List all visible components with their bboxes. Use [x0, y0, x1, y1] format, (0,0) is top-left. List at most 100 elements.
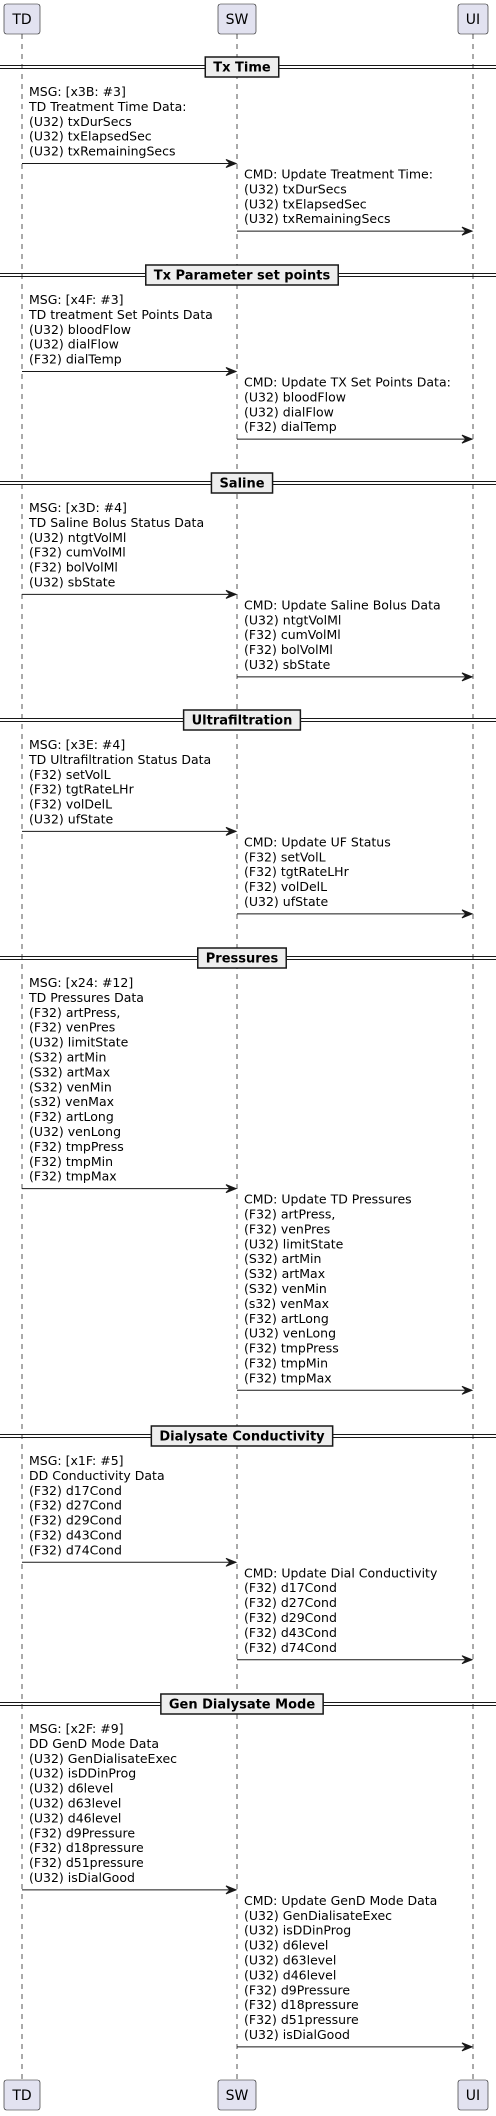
section-title: Tx Parameter set points: [154, 269, 331, 284]
participant-label: SW: [226, 12, 249, 28]
message-line: (U32) d46level: [29, 1810, 121, 1825]
message-sw-to-ui: CMD: Update Dial Conductivity(F32) d17Co…: [237, 1565, 474, 1665]
participant-label: SW: [226, 2088, 249, 2104]
participant-box: [3, 3, 41, 35]
message-line: (U32) txRemainingSecs: [29, 144, 175, 159]
message-line: (U32) bloodFlow: [29, 322, 131, 337]
message-line: CMD: Update TD Pressures: [244, 1192, 412, 1207]
section-title: Pressures: [206, 952, 279, 967]
message-line: (F32) d27Cond: [29, 1498, 122, 1513]
message-td-to-sw: MSG: [x24: #12]TD Pressures Data(F32) ar…: [22, 975, 238, 1194]
message-line: (U32) d63level: [244, 1953, 336, 1968]
message-line: (U32) isDialGood: [244, 2027, 350, 2042]
message-line: (F32) d9Pressure: [244, 1982, 350, 1997]
participant-sw-bottom: SW: [217, 2079, 257, 2111]
arrowhead-icon: [225, 1184, 238, 1194]
message-line: (F32) bolVolMl: [244, 642, 333, 657]
section-title: Saline: [219, 477, 264, 492]
message-line: (F32) d74Cond: [29, 1542, 122, 1557]
arrowhead-icon: [225, 1557, 238, 1567]
arrowhead-icon: [461, 909, 474, 919]
message-line: (U32) ntgtVolMl: [29, 530, 126, 545]
message-td-to-sw: MSG: [x3D: #4]TD Saline Bolus Status Dat…: [22, 500, 238, 599]
section-title: Tx Time: [213, 61, 271, 76]
message-line: (U32) ntgtVolMl: [244, 612, 341, 627]
participant-td-top: TD: [3, 3, 41, 35]
message-line: TD Ultrafiltration Status Data: [28, 752, 211, 767]
message-line: MSG: [x3B: #3]: [29, 84, 126, 99]
message-line: (F32) venPres: [244, 1221, 330, 1236]
message-line: MSG: [x2F: #9]: [29, 1721, 124, 1736]
message-line: (F32) setVolL: [244, 849, 326, 864]
message-line: MSG: [x3D: #4]: [29, 500, 127, 515]
section-title-box: [210, 472, 274, 494]
message-line: MSG: [x24: #12]: [29, 975, 133, 990]
participant-ui-bottom: UI: [457, 2079, 489, 2111]
arrowhead-icon: [225, 589, 238, 599]
message-line: MSG: [x4F: #3]: [29, 292, 124, 307]
message-line: (F32) tgtRateLHr: [244, 864, 350, 879]
message-line: (S32) venMin: [244, 1281, 327, 1296]
message-line: CMD: Update GenD Mode Data: [244, 1893, 437, 1908]
arrowhead-icon: [461, 1655, 474, 1665]
message-line: (F32) d17Cond: [29, 1483, 122, 1498]
message-line: (U32) txRemainingSecs: [244, 211, 390, 226]
message-line: CMD: Update Dial Conductivity: [244, 1565, 438, 1580]
message-line: (F32) d9Pressure: [29, 1825, 135, 1840]
message-line: MSG: [x3E: #4]: [29, 737, 125, 752]
message-line: (U32) dialFlow: [29, 337, 119, 352]
participant-ui-top: UI: [457, 3, 489, 35]
message-line: (F32) tmpMax: [244, 1370, 332, 1385]
message-td-to-sw: MSG: [x1F: #5]DD Conductivity Data(F32) …: [22, 1453, 238, 1567]
message-line: (F32) artPress,: [244, 1207, 335, 1222]
arrowhead-icon: [461, 2042, 474, 2052]
message-line: (U32) isDDinProg: [244, 1923, 351, 1938]
message-line: (U32) isDDinProg: [29, 1766, 136, 1781]
message-line: (U32) venLong: [244, 1326, 336, 1341]
message-line: (F32) cumVolMl: [244, 627, 341, 642]
message-line: (F32) artLong: [244, 1311, 329, 1326]
message-line: (S32) artMin: [244, 1251, 321, 1266]
message-line: (F32) d27Cond: [244, 1595, 337, 1610]
message-td-to-sw: MSG: [x2F: #9]DD GenD Mode Data(U32) Gen…: [22, 1721, 238, 1895]
message-line: (U32) d6level: [29, 1781, 113, 1796]
message-sw-to-ui: CMD: Update TD Pressures(F32) artPress,(…: [237, 1192, 474, 1395]
participant-label: TD: [11, 2088, 31, 2104]
section-title: Dialysate Conductivity: [159, 1430, 325, 1445]
message-sw-to-ui: CMD: Update Treatment Time:(U32) txDurSe…: [237, 167, 474, 236]
message-line: (U32) ufState: [29, 812, 114, 827]
message-line: (F32) dialTemp: [29, 352, 122, 367]
message-line: (F32) d29Cond: [29, 1513, 122, 1528]
participant-box: [3, 2079, 41, 2111]
message-line: (U32) txElapsedSec: [244, 196, 367, 211]
message-td-to-sw: MSG: [x3E: #4]TD Ultrafiltration Status …: [22, 737, 238, 836]
message-line: (U32) limitState: [244, 1236, 344, 1251]
arrowhead-icon: [461, 672, 474, 682]
message-line: (F32) venPres: [29, 1020, 115, 1035]
message-line: (U32) txDurSecs: [29, 114, 132, 129]
section-title-box: [160, 1693, 324, 1715]
section-title-box: [182, 709, 302, 731]
participant-label: UI: [466, 2088, 480, 2104]
message-line: (F32) d51pressure: [244, 2012, 359, 2027]
message-line: (U32) ufState: [244, 894, 329, 909]
section-title-box: [204, 56, 280, 78]
message-line: (S32) venMin: [29, 1079, 112, 1094]
message-line: DD GenD Mode Data: [29, 1736, 159, 1751]
message-line: (s32) venMax: [29, 1094, 114, 1109]
participant-box: [217, 2079, 257, 2111]
message-line: (F32) cumVolMl: [29, 545, 126, 560]
message-line: (s32) venMax: [244, 1296, 329, 1311]
message-line: (F32) tmpPress: [29, 1139, 124, 1154]
arrowhead-icon: [225, 1885, 238, 1895]
message-line: (F32) d51pressure: [29, 1855, 144, 1870]
message-line: (U32) GenDialisateExec: [244, 1908, 392, 1923]
message-line: (U32) sbState: [244, 657, 331, 672]
message-sw-to-ui: CMD: Update GenD Mode Data(U32) GenDiali…: [237, 1893, 474, 2052]
message-line: (S32) artMin: [29, 1050, 106, 1065]
message-line: (U32) bloodFlow: [244, 389, 346, 404]
